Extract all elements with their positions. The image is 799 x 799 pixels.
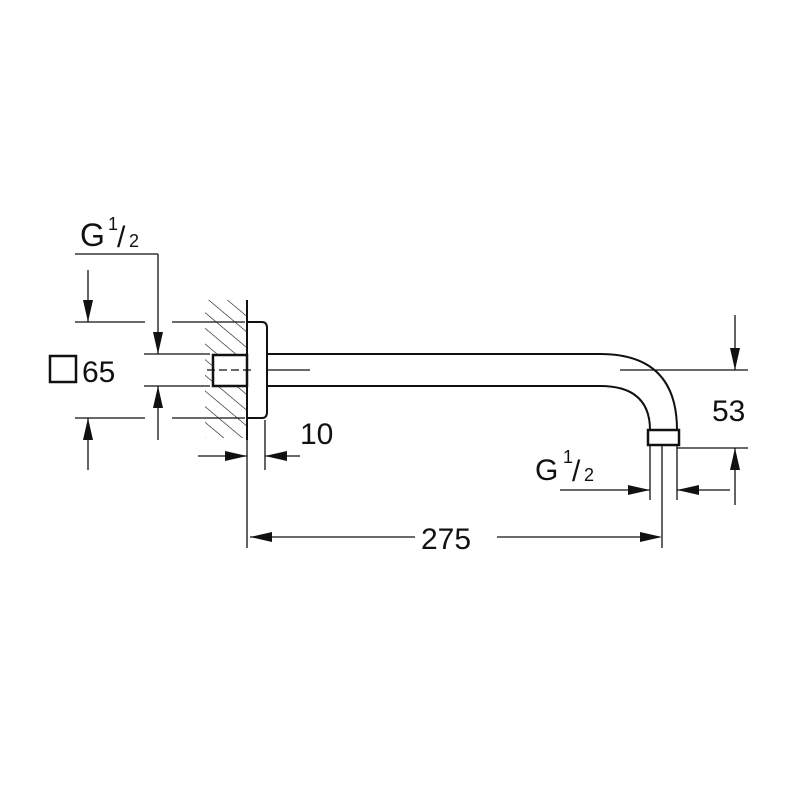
- outlet-thread-label: G 1 / 2: [535, 447, 594, 488]
- outlet-nut: [646, 428, 681, 447]
- svg-text:2: 2: [584, 465, 594, 485]
- svg-text:1: 1: [563, 447, 573, 467]
- svg-text:G: G: [535, 454, 558, 487]
- flange-square-label: 65: [48, 354, 115, 389]
- arrowheads: [83, 300, 740, 542]
- svg-text:2: 2: [129, 231, 139, 251]
- drop-label: 53: [712, 395, 745, 428]
- wall-fitting: [211, 353, 249, 388]
- svg-text:/: /: [572, 455, 581, 488]
- svg-text:65: 65: [82, 356, 115, 389]
- svg-text:/: /: [117, 221, 126, 254]
- projection-label: 275: [421, 523, 471, 556]
- svg-text:G: G: [80, 217, 105, 253]
- svg-text:1: 1: [108, 214, 118, 234]
- inlet-thread-label: G 1 / 2: [80, 214, 139, 254]
- flange-depth-label: 10: [300, 418, 333, 451]
- square-symbol-icon: [48, 354, 78, 384]
